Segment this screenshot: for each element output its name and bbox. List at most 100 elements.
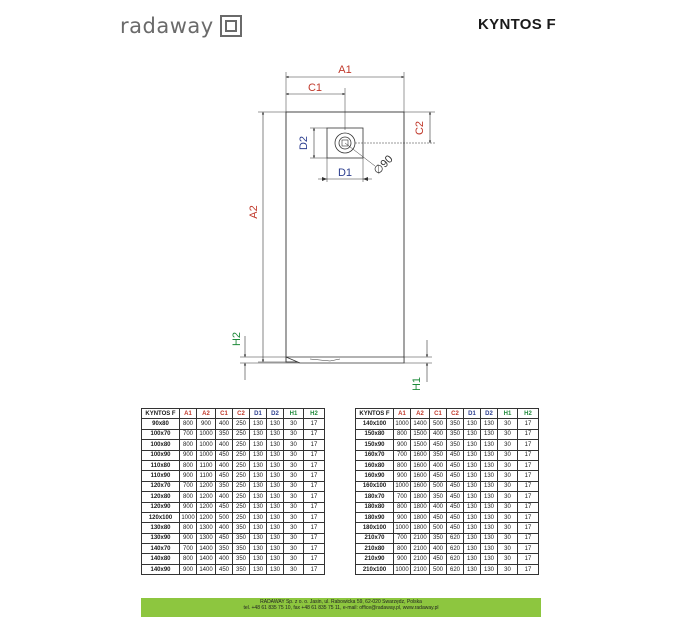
table-cell: 450 (215, 449, 233, 461)
table-cell: 130 (249, 470, 267, 482)
table-cell: 1600 (410, 459, 430, 472)
table-cell: 450 (446, 470, 464, 482)
table-cell: 900 (196, 418, 216, 430)
table-header-cell: C2 (446, 407, 464, 420)
table-cell: 30 (497, 543, 518, 555)
table-cell: 30 (283, 459, 304, 472)
model-cell: 110x90 (141, 470, 180, 482)
table-cell: 1300 (196, 522, 216, 534)
table-cell: 500 (215, 511, 233, 524)
table-cell: 1800 (410, 491, 430, 503)
model-cell: 90x80 (141, 418, 180, 430)
table-cell: 250 (232, 449, 250, 461)
table-cell: 30 (283, 449, 304, 461)
table-header-cell: A2 (196, 407, 216, 420)
table-cell: 130 (463, 480, 481, 493)
table-cell: 450 (215, 501, 233, 513)
table-cell: 400 (215, 459, 233, 472)
table-cell: 130 (266, 511, 284, 524)
table-cell: 450 (446, 449, 464, 461)
table-cell: 1000 (393, 480, 411, 493)
table-cell: 30 (283, 439, 304, 451)
table-header-cell: H1 (497, 407, 518, 420)
table-cell: 400 (215, 522, 233, 534)
table-cell: 130 (249, 480, 267, 493)
table-cell: 30 (497, 511, 518, 524)
table-cell: 400 (429, 501, 447, 513)
table-cell: 130 (480, 428, 498, 441)
table-cell: 700 (393, 449, 411, 461)
table-cell: 130 (480, 439, 498, 451)
table-cell: 700 (179, 543, 197, 555)
model-cell: 140x80 (141, 553, 180, 565)
table-cell: 450 (446, 511, 464, 524)
model-cell: 130x90 (141, 532, 180, 545)
table-cell: 800 (393, 459, 411, 472)
table-cell: 1400 (196, 553, 216, 565)
table-cell: 400 (215, 553, 233, 565)
table-cell: 800 (179, 439, 197, 451)
table-cell: 130 (249, 511, 267, 524)
model-cell: 160x100 (355, 480, 394, 493)
product-title: KYNTOS F (478, 16, 556, 33)
table-cell: 130 (463, 532, 481, 545)
table-cell: 130 (480, 480, 498, 493)
model-cell: 100x70 (141, 428, 180, 441)
table-cell: 17 (517, 491, 539, 503)
table-cell: 30 (497, 418, 518, 430)
table-cell: 30 (283, 522, 304, 534)
table-cell: 130 (266, 563, 284, 576)
table-cell: 130 (480, 470, 498, 482)
table-cell: 30 (283, 491, 304, 503)
table-cell: 400 (215, 491, 233, 503)
model-cell: 100x90 (141, 449, 180, 461)
table-cell: 130 (266, 470, 284, 482)
table-cell: 350 (215, 480, 233, 493)
table-cell: 800 (179, 522, 197, 534)
table-cell: 17 (303, 501, 325, 513)
table-cell: 130 (266, 480, 284, 493)
table-cell: 250 (232, 491, 250, 503)
table-cell: 1000 (393, 563, 411, 576)
table-cell: 250 (232, 439, 250, 451)
table-cell: 130 (480, 563, 498, 576)
table-cell: 17 (517, 501, 539, 513)
table-cell: 130 (480, 459, 498, 472)
table-cell: 250 (232, 459, 250, 472)
a2-label: A2 (248, 205, 260, 218)
table-cell: 130 (249, 418, 267, 430)
table-cell: 1400 (196, 543, 216, 555)
table-cell: 350 (215, 428, 233, 441)
table-cell: 30 (497, 563, 518, 576)
table-cell: 250 (232, 418, 250, 430)
d1-arrow-right (363, 177, 368, 181)
model-cell: 120x70 (141, 480, 180, 493)
table-cell: 130 (249, 532, 267, 545)
table-cell: 900 (393, 470, 411, 482)
table-cell: 250 (232, 501, 250, 513)
table-header-cell: H2 (517, 407, 539, 420)
table-cell: 30 (497, 439, 518, 451)
table-cell: 30 (283, 501, 304, 513)
table-cell: 900 (393, 553, 411, 565)
table-cell: 130 (249, 501, 267, 513)
table-header-cell: KYNTOS F (141, 407, 180, 420)
table-cell: 130 (463, 553, 481, 565)
table-cell: 620 (446, 543, 464, 555)
table-cell: 130 (463, 439, 481, 451)
table-cell: 1600 (410, 470, 430, 482)
tray-side-profile (285, 356, 405, 364)
table-cell: 17 (303, 522, 325, 534)
table-cell: 17 (517, 449, 539, 461)
table-cell: 350 (232, 532, 250, 545)
